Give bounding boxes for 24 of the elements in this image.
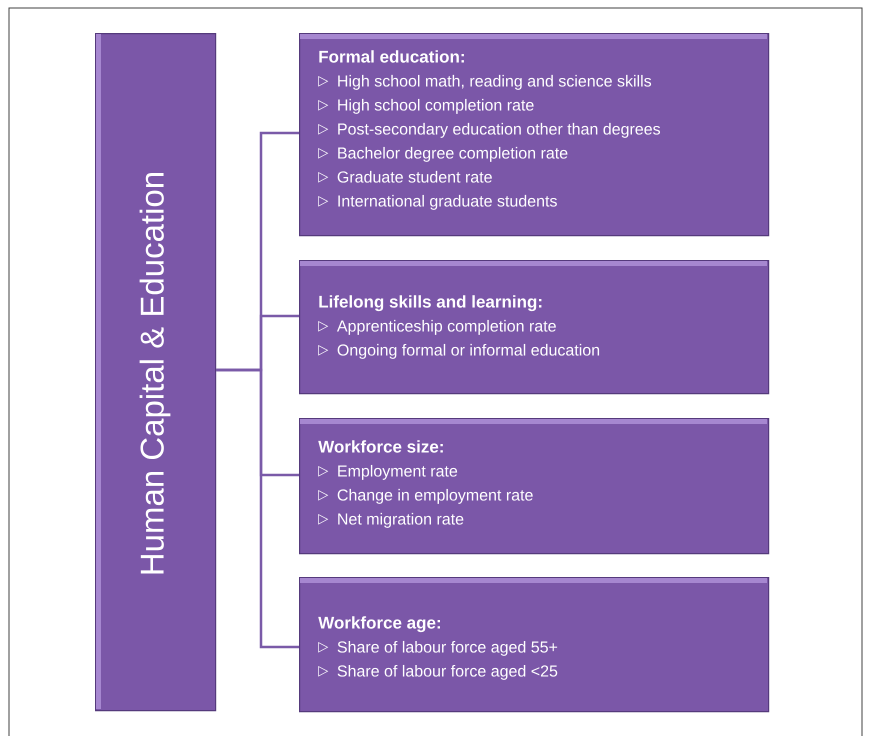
- list-item: International graduate students: [338, 194, 557, 210]
- list-item: Ongoing formal or informal education: [338, 344, 600, 359]
- list-item: Apprenticeship completion rate: [336, 320, 556, 335]
- box-heading: Formal education:: [319, 50, 464, 63]
- list-item: High school math, reading and science skills: [338, 74, 652, 90]
- list-item: Share of labour force aged 55+: [338, 640, 558, 656]
- list-item: Employment rate: [338, 464, 458, 480]
- vertical-title: Human Capital & Education: [140, 173, 170, 574]
- list-item: Bachelor degree completion rate: [338, 146, 568, 162]
- category-box: [299, 260, 770, 394]
- list-item: Graduate student rate: [338, 170, 492, 183]
- title-bar: [95, 33, 216, 712]
- box-heading: Lifelong skills and learning:: [319, 295, 542, 312]
- list-item: Post-secondary education other than degrees: [338, 122, 660, 138]
- box-heading: Workforce age:: [318, 616, 440, 632]
- category-box: [299, 418, 770, 554]
- category-box: [299, 33, 770, 236]
- connector-line: [216, 368, 299, 648]
- list-item: Share of labour force aged <25: [338, 664, 558, 680]
- list-item: Change in employment rate: [338, 488, 533, 504]
- category-box: [299, 577, 770, 712]
- list-item: Net migration rate: [338, 512, 464, 528]
- box-heading: Workforce size:: [318, 440, 443, 453]
- list-item: High school completion rate: [338, 98, 534, 114]
